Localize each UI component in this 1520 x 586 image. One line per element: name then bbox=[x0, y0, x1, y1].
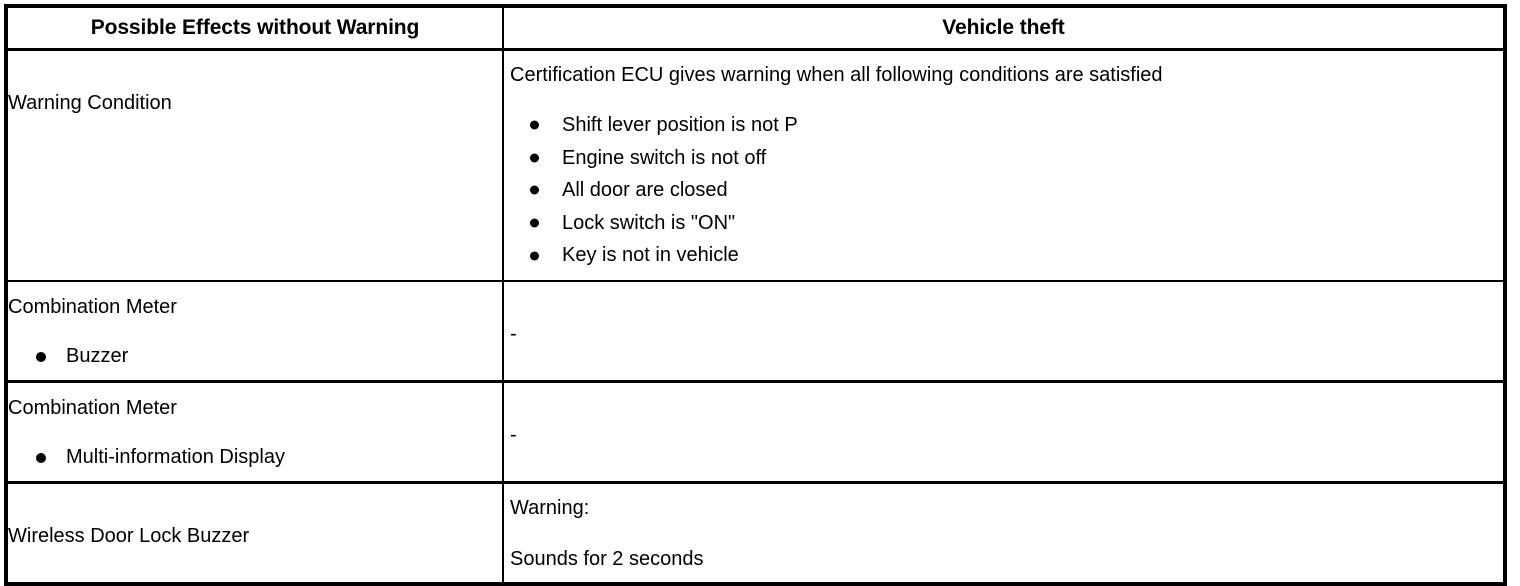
row-label-combination-meter-display-cell: Combination Meter Multi-information Disp… bbox=[5, 380, 504, 484]
row-value-buzzer-cell: - bbox=[502, 280, 1506, 383]
table-row: Combination Meter Buzzer - bbox=[5, 280, 1506, 383]
row-label-combination-meter: Combination Meter bbox=[8, 296, 177, 318]
value-warning-label: Warning: bbox=[510, 497, 590, 519]
header-cell-left: Possible Effects without Warning bbox=[5, 5, 504, 51]
row-label-wireless-door-lock-buzzer: Wireless Door Lock Buzzer bbox=[8, 525, 250, 547]
bullet-icon bbox=[36, 453, 46, 463]
bullet-icon bbox=[530, 218, 539, 228]
condition-text: Lock switch is "ON" bbox=[562, 211, 736, 234]
warning-condition-intro: Certification ECU gives warning when all… bbox=[510, 64, 1163, 86]
bullet-icon bbox=[36, 352, 46, 362]
condition-text: Key is not in vehicle bbox=[562, 244, 739, 267]
bullet-icon bbox=[530, 251, 539, 261]
value-dash: - bbox=[510, 323, 517, 345]
row-label-warning-condition-cell: Warning Condition bbox=[5, 48, 504, 282]
table-row: Wireless Door Lock Buzzer Warning: Sound… bbox=[5, 481, 1506, 585]
table-row: Combination Meter Multi-information Disp… bbox=[5, 380, 1506, 484]
row-label-wireless-door-lock-buzzer-cell: Wireless Door Lock Buzzer bbox=[5, 481, 504, 585]
condition-text: Engine switch is not off bbox=[562, 146, 767, 169]
value-warning-detail: Sounds for 2 seconds bbox=[510, 548, 704, 570]
condition-text: Shift lever position is not P bbox=[562, 114, 798, 136]
bullet-icon bbox=[530, 120, 539, 130]
row-sublabel-buzzer: Buzzer bbox=[8, 344, 502, 368]
row-value-multi-information-display-cell: - bbox=[502, 380, 1506, 484]
bullet-icon bbox=[530, 185, 539, 195]
row-label-warning-condition: Warning Condition bbox=[8, 92, 172, 114]
warning-effects-table: Possible Effects without Warning Vehicle… bbox=[4, 4, 1507, 586]
row-sublabel-multi-information-display: Multi-information Display bbox=[8, 445, 502, 469]
warning-condition-list: Shift lever position is not P Engine swi… bbox=[504, 109, 1503, 272]
header-cell-right: Vehicle theft bbox=[502, 5, 1506, 51]
header-label-possible-effects: Possible Effects without Warning bbox=[90, 16, 420, 39]
sublabel-text: Multi-information Display bbox=[66, 446, 285, 468]
condition-text: All door are closed bbox=[562, 179, 728, 202]
row-label-combination-meter-buzzer-cell: Combination Meter Buzzer bbox=[5, 280, 504, 383]
row-value-warning-condition-cell: Certification ECU gives warning when all… bbox=[502, 48, 1506, 282]
row-value-wireless-door-lock-buzzer-cell: Warning: Sounds for 2 seconds bbox=[502, 481, 1506, 585]
table-row: Warning Condition Certification ECU give… bbox=[5, 48, 1506, 282]
sublabel-text: Buzzer bbox=[66, 345, 129, 367]
bullet-icon bbox=[530, 153, 539, 163]
list-item: All door are closed bbox=[504, 174, 1503, 207]
list-item: Shift lever position is not P bbox=[504, 109, 1503, 142]
row-label-combination-meter: Combination Meter bbox=[8, 397, 177, 419]
header-label-vehicle-theft: Vehicle theft bbox=[942, 16, 1065, 39]
list-item: Key is not in vehicle bbox=[504, 239, 1503, 272]
table-header-row: Possible Effects without Warning Vehicle… bbox=[5, 5, 1506, 51]
value-dash: - bbox=[510, 424, 517, 446]
list-item: Engine switch is not off bbox=[504, 142, 1503, 175]
list-item: Lock switch is "ON" bbox=[504, 207, 1503, 240]
